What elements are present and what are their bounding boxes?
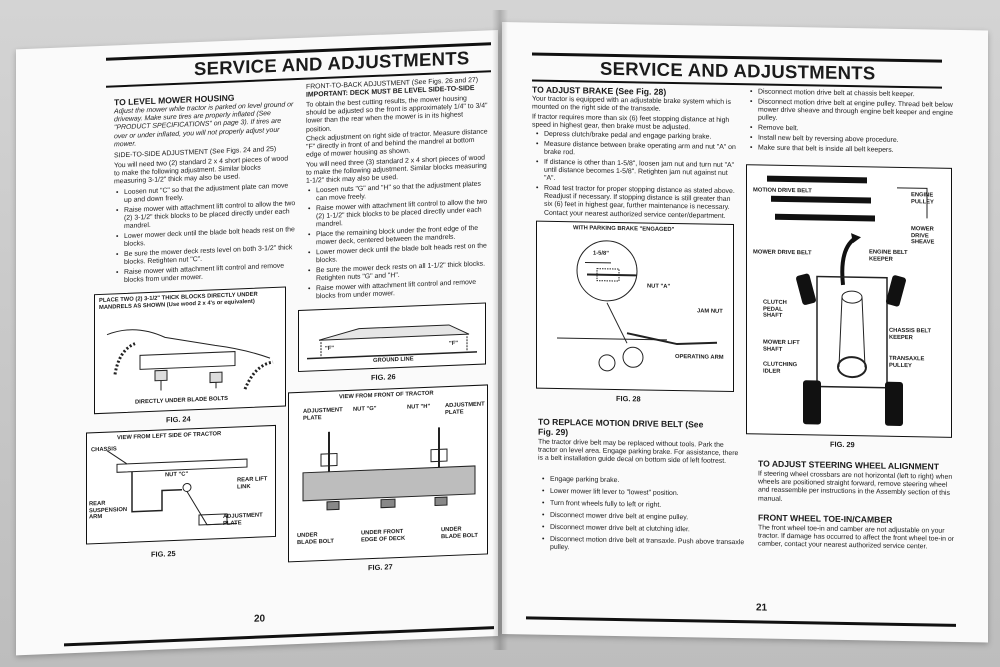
engine-belt-keeper-label: ENGINE BELT KEEPER xyxy=(869,249,908,263)
mower-drive-belt-label: MOWER DRIVE BELT xyxy=(753,249,812,257)
footer-rule xyxy=(526,616,956,627)
list-item: Disconnect mower drive belt at clutching… xyxy=(542,524,750,536)
right-page: SERVICE AND ADJUSTMENTS TO ADJUST BRAKE … xyxy=(502,22,988,643)
under-blade-bolt-label: UNDER BLADE BOLT xyxy=(441,526,478,540)
motion-drive-belt-label: MOTION DRIVE BELT xyxy=(753,187,812,195)
figure-27-drawing xyxy=(302,427,476,511)
nut-c-label: NUT "C" xyxy=(165,471,189,479)
list-item: Make sure that belt is inside all belt k… xyxy=(750,144,958,156)
figure-26-drawing xyxy=(307,324,477,360)
page-number: 20 xyxy=(254,613,266,625)
left-page: SERVICE AND ADJUSTMENTS TO LEVEL MOWER H… xyxy=(16,30,498,656)
page-number: 21 xyxy=(756,602,768,614)
list-item: Disconnect mower drive belt at engine pu… xyxy=(542,512,750,524)
clutch-pedal-shaft-label: CLUTCH PEDAL SHAFT xyxy=(763,299,787,320)
figure-26: "F" GROUND LINE "F" xyxy=(298,302,486,373)
list-item: Measure distance between brake operating… xyxy=(536,141,740,161)
figure-27: VIEW FROM FRONT OF TRACTOR ADJUSTMENT PL… xyxy=(288,384,488,563)
figure-24: PLACE TWO (2) 3-1/2" THICK BLOCKS DIRECT… xyxy=(94,286,286,415)
under-front-edge-label: UNDER FRONT EDGE OF DECK xyxy=(361,528,406,544)
adjustment-plate-label: ADJUSTMENT PLATE xyxy=(445,401,485,416)
operating-arm-label: OPERATING ARM xyxy=(675,354,724,361)
adjustment-plate-label: ADJUSTMENT PLATE xyxy=(303,407,343,422)
body-text: The tractor drive belt may be replaced w… xyxy=(538,438,739,466)
list-item: If distance is other than 1-5/8", loosen… xyxy=(536,159,740,187)
figure-caption: FIG. 29 xyxy=(830,439,855,450)
nut-g-label: NUT "G" xyxy=(353,405,377,413)
book-gutter xyxy=(492,10,508,650)
figure-25: VIEW FROM LEFT SIDE OF TRACTOR CHASSIS N… xyxy=(86,424,276,545)
under-blade-bolt-label: UNDER BLADE BOLT xyxy=(297,532,334,546)
figure-24-drawing xyxy=(106,329,274,391)
rear-lift-label: REAR LIFT LINK xyxy=(237,476,268,491)
nut-a-label: NUT "A" xyxy=(647,283,671,290)
section-heading: TO ADJUST STEERING WHEEL ALIGNMENT xyxy=(758,458,939,472)
rear-suspension-label: REAR SUSPENSION ARM xyxy=(89,500,128,521)
figure-25-drawing xyxy=(106,450,248,526)
section-heading: FRONT WHEEL TOE-IN/CAMBER xyxy=(758,512,893,525)
adjustment-plate-label: ADJUSTMENT PLATE xyxy=(223,512,263,527)
figure-caption: FIG. 28 xyxy=(616,393,641,404)
section-heading: TO REPLACE MOTION DRIVE BELT (See Fig. 2… xyxy=(538,416,704,438)
list-item: Lower mower lift lever to "lowest" posit… xyxy=(542,488,750,500)
list-item: Engage parking brake. xyxy=(542,476,750,488)
figure-caption: FIG. 25 xyxy=(151,548,176,559)
clutching-idler-label: CLUTCHING IDLER xyxy=(763,361,798,375)
intro-text: Adjust the mower while tractor is parked… xyxy=(114,101,294,149)
engine-pulley-label: ENGINE PULLEY xyxy=(911,192,934,206)
body-text: If steering wheel crossbars are not hori… xyxy=(758,470,953,503)
distance-f-label: "F" xyxy=(449,340,459,347)
list-item: Road test tractor for proper stopping di… xyxy=(536,185,740,221)
figure-29: MOTION DRIVE BELT ENGINE PULLEY MOWER DR… xyxy=(746,164,952,438)
dimension-label: 1-5/8" xyxy=(593,250,609,257)
list-item: Disconnect motion drive belt at engine p… xyxy=(750,98,958,126)
figure-caption: FIG. 27 xyxy=(368,562,393,573)
figure-29-drawing xyxy=(767,175,928,426)
figure-caption: FIG. 26 xyxy=(371,372,396,383)
body-text: The front wheel toe-in and camber are no… xyxy=(758,524,954,551)
mower-drive-sheave-label: MOWER DRIVE SHEAVE xyxy=(911,226,935,246)
body-text: Your tractor is equipped with an adjusta… xyxy=(532,95,731,113)
distance-f-label: "F" xyxy=(325,345,335,352)
figure-28-drawing xyxy=(557,240,718,372)
list-item: Disconnect motion drive belt at transaxl… xyxy=(542,536,750,556)
mower-lift-shaft-label: MOWER LIFT SHAFT xyxy=(763,339,800,353)
figure-caption: FIG. 24 xyxy=(166,414,191,425)
list-item: Turn front wheels fully to left or right… xyxy=(542,500,750,512)
nut-h-label: NUT "H" xyxy=(407,403,431,411)
transaxle-pulley-label: TRANSAXLE PULLEY xyxy=(889,355,925,369)
jam-nut-label: JAM NUT xyxy=(697,308,723,315)
figure-28: WITH PARKING BRAKE "ENGAGED" 1-5/8" NUT … xyxy=(536,220,734,393)
chassis-label: CHASSIS xyxy=(91,446,117,454)
chassis-belt-keeper-label: CHASSIS BELT KEEPER xyxy=(889,327,932,341)
